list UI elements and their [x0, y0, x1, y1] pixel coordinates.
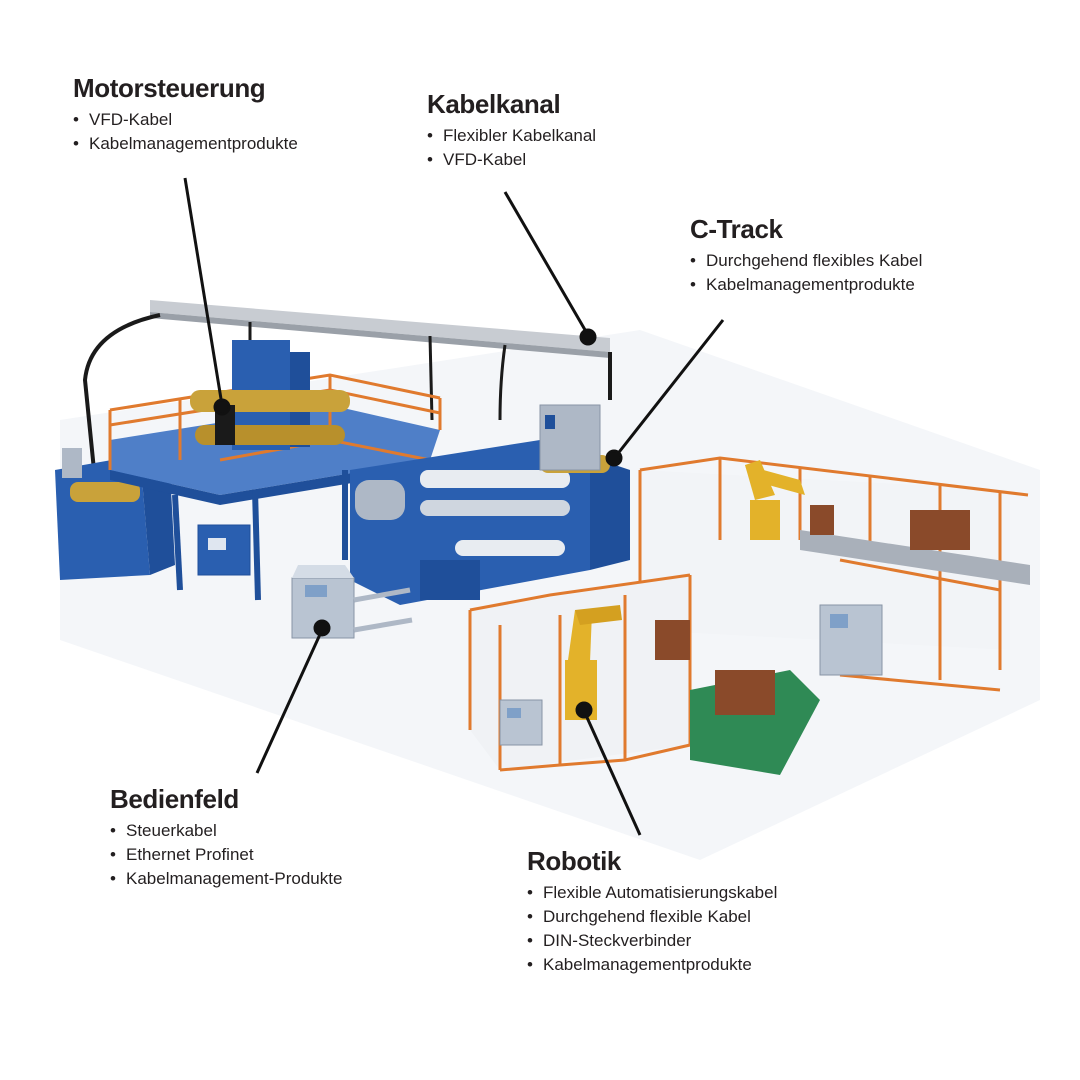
callout-list: Durchgehend flexibles Kabel Kabelmanagem…	[690, 249, 922, 297]
list-item: VFD-Kabel	[73, 108, 298, 132]
callout-list: VFD-Kabel Kabelmanagementprodukte	[73, 108, 298, 156]
list-item: VFD-Kabel	[427, 148, 596, 172]
list-item: Kabelmanagementprodukte	[690, 273, 922, 297]
list-item: Ethernet Profinet	[110, 843, 342, 867]
list-item: Durchgehend flexible Kabel	[527, 905, 777, 929]
leader-c-track	[614, 319, 725, 457]
list-item: Kabelmanagementprodukte	[527, 953, 777, 977]
callout-title: Kabelkanal	[427, 89, 561, 119]
leader-robotik	[583, 712, 642, 836]
callout-list: Flexible Automatisierungskabel Durchgehe…	[527, 881, 777, 977]
list-item: Kabelmanagementprodukte	[73, 132, 298, 156]
callout-title: Bedienfeld	[110, 784, 239, 814]
callout-robotik: Robotik Flexible Automatisierungskabel D…	[527, 845, 777, 977]
list-item: Flexibler Kabelkanal	[427, 124, 596, 148]
callout-title: Motorsteuerung	[73, 73, 266, 103]
list-item: Kabelmanagement-Produkte	[110, 867, 342, 891]
leader-motorsteuerung	[183, 177, 224, 406]
leader-kabelkanal	[503, 191, 590, 336]
front-robot-cell	[468, 573, 820, 775]
callout-list: Flexibler Kabelkanal VFD-Kabel	[427, 124, 596, 172]
left-unwinder	[55, 448, 175, 580]
leader-lines	[183, 177, 725, 836]
callout-title: C-Track	[690, 214, 783, 244]
leader-bedienfeld	[255, 629, 324, 774]
list-item: Steuerkabel	[110, 819, 342, 843]
callout-kabelkanal: Kabelkanal Flexibler Kabelkanal VFD-Kabe…	[427, 88, 596, 172]
central-processing-machine	[350, 440, 630, 605]
callout-list: Steuerkabel Ethernet Profinet Kabelmanag…	[110, 819, 342, 891]
list-item: Flexible Automatisierungskabel	[527, 881, 777, 905]
electrical-cabinet	[539, 404, 601, 471]
overhead-cable-tray	[82, 300, 612, 481]
list-item: Durchgehend flexibles Kabel	[690, 249, 922, 273]
list-item: DIN-Steckverbinder	[527, 929, 777, 953]
callout-c-track: C-Track Durchgehend flexibles Kabel Kabe…	[690, 213, 922, 297]
right-robot-cell	[638, 456, 1030, 692]
callout-motorsteuerung: Motorsteuerung VFD-Kabel Kabelmanagement…	[73, 72, 298, 156]
callout-bedienfeld: Bedienfeld Steuerkabel Ethernet Profinet…	[110, 783, 342, 891]
callout-title: Robotik	[527, 846, 621, 876]
